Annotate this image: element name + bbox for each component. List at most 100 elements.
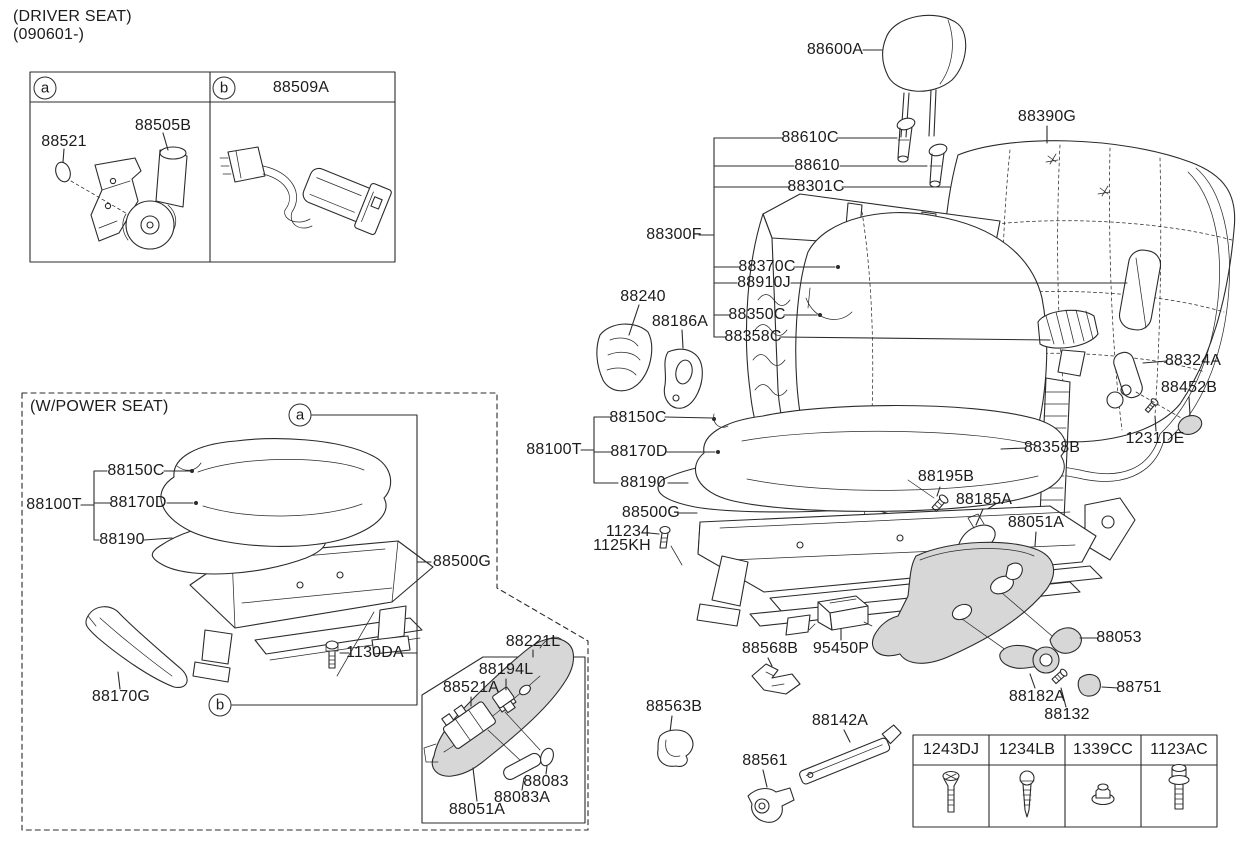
part-label-88324a: 88324A <box>1164 352 1222 369</box>
part-label-88521a: 88521A <box>442 679 500 696</box>
inset-marker-b: b <box>212 76 236 100</box>
lumbar-switch-drawing <box>492 686 516 714</box>
lifter-motor-drawing <box>55 132 188 250</box>
webbing-guide-88186a-drawing <box>663 348 703 409</box>
inset-marker-a: a <box>33 76 57 100</box>
part-label-1125kh: 1125KH <box>593 537 651 554</box>
leader-lines-power-seat <box>80 414 432 706</box>
power-seat-box-outline <box>21 392 589 831</box>
part-label-88568b: 88568B <box>741 640 799 657</box>
leader-lines-right <box>580 49 1191 788</box>
switch-knob-drawings <box>503 747 554 781</box>
part-label-1231de: 1231DE <box>1125 430 1185 447</box>
part-label-88150c-l: 88150C <box>107 462 165 479</box>
bracket-88561-drawing <box>747 787 795 823</box>
part-label-88610: 88610 <box>794 157 840 174</box>
part-label-88170g: 88170G <box>91 688 151 705</box>
part-label-88600a: 88600A <box>806 41 864 58</box>
part-label-1130da: 1130DA <box>346 644 404 661</box>
part-label-95450p: 95450P <box>812 640 870 657</box>
bolt-11234-icon <box>659 525 671 549</box>
side-airbag-drawing <box>1118 249 1162 331</box>
part-label-88751: 88751 <box>1116 679 1162 696</box>
part-label-88390g: 88390G <box>1017 108 1077 125</box>
part-label-88195b: 88195B <box>917 468 975 485</box>
part-label-88561: 88561 <box>742 752 788 769</box>
seat-cushion-drawing-right <box>694 404 1066 512</box>
tapping-screw-icon <box>1019 770 1035 818</box>
headrest-drawing <box>881 14 967 138</box>
bolt-1130da-icon <box>325 640 339 669</box>
part-label-88910j: 88910J <box>737 274 791 291</box>
power-seat-box-title: (W/POWER SEAT) <box>30 398 169 415</box>
part-label-88452b: 88452B <box>1160 379 1218 396</box>
part-label-88100t-r: 88100T <box>526 441 582 458</box>
power-switch-drawing <box>441 701 496 749</box>
seat-cushion-drawing-left <box>160 438 392 547</box>
lever-88324a-drawing <box>1113 351 1143 399</box>
part-label-88170d-l: 88170D <box>109 494 167 511</box>
part-label-88190-r: 88190 <box>620 474 666 491</box>
part-label-88051a-l: 88051A <box>448 801 506 818</box>
seat-shield-drawing-right <box>872 541 1055 664</box>
leader-lines-switch-inset <box>470 649 673 802</box>
knob-88751-drawing <box>1077 673 1101 697</box>
hardware-code-1339cc: 1339CC <box>1073 741 1133 758</box>
part-label-88150c-r: 88150C <box>609 409 667 426</box>
part-label-88083a: 88083A <box>493 789 551 806</box>
headrest-guide-drawings <box>896 117 948 188</box>
seatback-side-member-drawing <box>949 167 1230 501</box>
part-label-88610c: 88610C <box>781 129 839 146</box>
part-label-88358b: 88358B <box>1023 439 1081 456</box>
part-label-88500g-r: 88500G <box>621 504 681 521</box>
part-label-88563b: 88563B <box>645 698 703 715</box>
ecu-module-drawing <box>808 595 873 631</box>
part-label-88185a: 88185A <box>955 491 1013 508</box>
rail-88142a-drawing <box>799 724 902 785</box>
cap-88452b-drawing <box>1177 415 1203 435</box>
part-label-88509a: 88509A <box>272 79 330 96</box>
part-label-88190-l: 88190 <box>99 531 145 548</box>
hardware-code-1123ac: 1123AC <box>1150 741 1208 758</box>
part-label-88100t-l: 88100T <box>26 496 82 513</box>
page-title: (DRIVER SEAT) <box>13 8 132 25</box>
part-label-88170d-r: 88170D <box>610 443 668 460</box>
hardware-table-frame <box>912 734 1218 828</box>
flange-nut-icon <box>1091 783 1115 806</box>
part-label-88221l: 88221L <box>505 633 561 650</box>
washer-bolt-icon <box>1168 763 1190 810</box>
part-label-88350c: 88350C <box>728 306 786 323</box>
slide-motor-drawing <box>219 146 392 236</box>
handle-88182a-drawing <box>999 644 1060 674</box>
part-label-88358c: 88358C <box>724 328 782 345</box>
hardware-code-1234lb: 1234LB <box>998 741 1056 758</box>
part-label-88240: 88240 <box>620 288 666 305</box>
hardware-code-1243dj: 1243DJ <box>922 741 980 758</box>
part-label-88132: 88132 <box>1044 706 1090 723</box>
clip-88563b-drawing <box>657 729 694 767</box>
power-seat-marker-b: b <box>208 693 232 717</box>
screw-88132-icon <box>1051 668 1068 685</box>
part-label-88500g-l: 88500G <box>432 553 492 570</box>
part-label-88142a: 88142A <box>811 712 869 729</box>
part-label-88521: 88521 <box>41 133 87 150</box>
page-subtitle: (090601-) <box>13 26 85 43</box>
part-label-88186a: 88186A <box>651 313 709 330</box>
part-label-88300f: 88300F <box>646 226 702 243</box>
front-trim-drawing <box>85 606 188 689</box>
power-seat-marker-a: a <box>288 403 312 427</box>
part-label-88194l: 88194L <box>478 661 534 678</box>
part-label-88182a: 88182A <box>1008 688 1066 705</box>
screw-88195b-icon <box>931 494 949 512</box>
flat-head-screw-icon <box>942 770 960 813</box>
part-label-88051a-r: 88051A <box>1007 514 1065 531</box>
part-label-88505b: 88505B <box>134 117 192 134</box>
bracket-88568b-drawing <box>751 663 801 695</box>
part-label-88370c: 88370C <box>738 258 796 275</box>
part-label-11234: 11234 <box>605 523 651 540</box>
part-label-88053: 88053 <box>1096 629 1142 646</box>
inset-box-frame <box>29 71 396 263</box>
recliner-cover-88240-drawing <box>596 323 653 392</box>
